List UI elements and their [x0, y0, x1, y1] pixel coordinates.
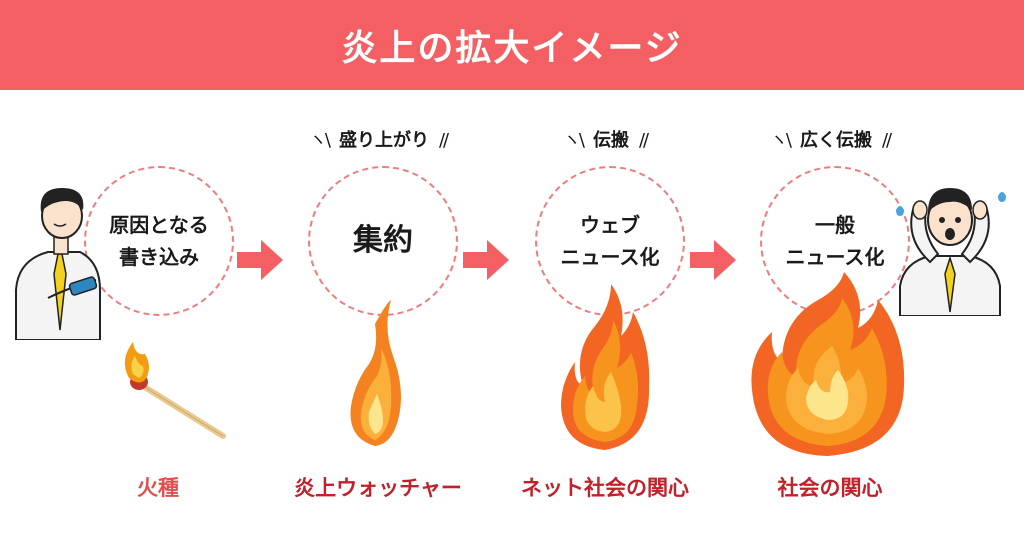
man-with-smartphone-icon [15, 188, 101, 340]
arrow-right-icon [463, 240, 509, 280]
small-flame-icon [350, 300, 401, 446]
match-icon [124, 342, 226, 439]
arrow-right-icon [237, 240, 283, 280]
stage-spark: 原因となる 書き込み 火種 [48, 0, 268, 538]
stage-label: 社会の関心 [777, 476, 883, 500]
spark-lines-icon: // [638, 130, 649, 151]
stage-spreading: ヽ\ 伝搬 // ウェブ ニュース化 ネット社会の関心 [495, 0, 715, 538]
stage-label: 火種 [137, 476, 179, 500]
stage-circle: 集約 [308, 166, 458, 316]
caption-text: 盛り上がり [338, 130, 429, 151]
stage-caption: ヽ\ 広く伝搬 // [720, 126, 940, 152]
circle-text-line: 集約 [353, 223, 413, 258]
medium-flame-icon [561, 284, 650, 450]
spark-lines-icon: // [438, 130, 449, 151]
stage-label: 炎上ウォッチャー [294, 476, 462, 500]
stage-gathering: ヽ\ 盛り上がり // 集約 炎上ウォッチャー [268, 0, 488, 538]
circle-text-line: 書き込み [119, 245, 199, 269]
circle-text-line: ウェブ [580, 213, 640, 237]
arrow-right-icon [690, 240, 736, 280]
spark-lines-icon: ヽ\ [308, 130, 331, 151]
large-flame-icon [751, 272, 905, 456]
stage-caption: ヽ\ 盛り上がり // [268, 126, 488, 152]
stage-circle: 一般 ニュース化 [760, 166, 910, 316]
spark-lines-icon: ヽ\ [562, 130, 585, 151]
header-banner: 炎上の拡大イメージ [0, 0, 1024, 90]
caption-text: 広く伝搬 [799, 130, 872, 151]
circle-text-line: 原因となる [109, 213, 209, 237]
circle-text-line: ニュース化 [560, 245, 660, 269]
page-title: 炎上の拡大イメージ [341, 28, 683, 69]
stage-circle: ウェブ ニュース化 [535, 166, 685, 316]
stage-wide-spread: ヽ\ 広く伝搬 // 一般 ニュース化 社会の関心 [720, 0, 940, 538]
circle-text-line: ニュース化 [785, 245, 885, 269]
stage-caption: ヽ\ 伝搬 // [495, 126, 715, 152]
stage-circle: 原因となる 書き込み [84, 166, 234, 316]
circle-text-line: 一般 [815, 213, 855, 237]
shocked-man-icon [896, 188, 1006, 316]
spark-lines-icon: // [881, 130, 892, 151]
caption-text: 伝搬 [592, 130, 629, 151]
spark-lines-icon: ヽ\ [769, 130, 792, 151]
stage-label: ネット社会の関心 [521, 476, 689, 500]
